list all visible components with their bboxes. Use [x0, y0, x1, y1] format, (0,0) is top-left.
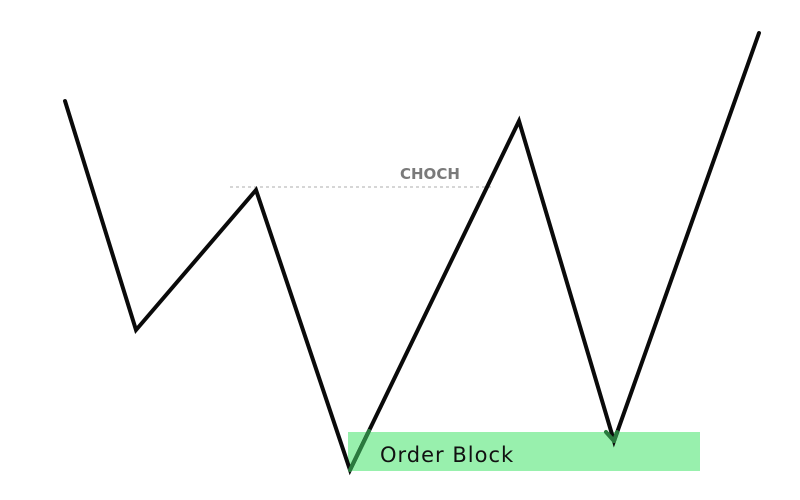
order-block-zone: [348, 432, 700, 471]
order-block-line-overlay-right-2: [612, 430, 619, 443]
order-block-label: Order Block: [380, 443, 514, 467]
price-swing-line: [63, 31, 761, 476]
order-block-line-overlay-left: [348, 429, 371, 472]
choch-label: CHOCH: [400, 165, 460, 183]
